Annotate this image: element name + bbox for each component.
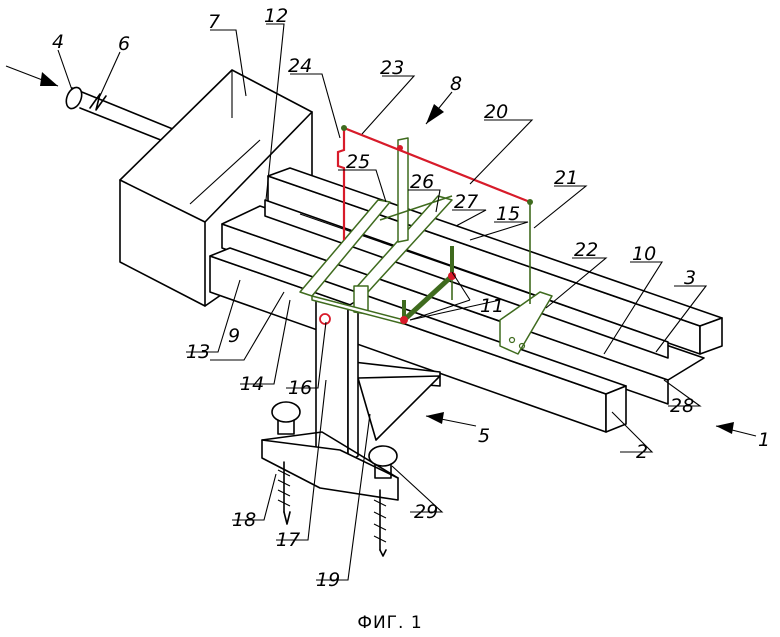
label-11: 11	[480, 295, 504, 317]
label-28: 28	[670, 395, 694, 417]
label-19: 19	[316, 569, 340, 591]
label-17: 17	[276, 529, 300, 551]
label-16: 16	[288, 377, 312, 399]
label-7: 7	[208, 11, 220, 33]
label-23: 23	[380, 57, 404, 79]
label-12: 12	[264, 5, 288, 27]
label-3: 3	[684, 267, 696, 289]
label-14: 14	[240, 373, 264, 395]
label-18: 18	[232, 509, 256, 531]
label-1: 1	[758, 429, 770, 451]
figure-caption: ФИГ. 1	[357, 613, 422, 633]
label-15: 15	[496, 203, 520, 225]
label-25: 25	[346, 151, 370, 173]
label-2: 2	[636, 441, 648, 463]
label-13: 13	[186, 341, 210, 363]
label-27: 27	[454, 191, 478, 213]
label-24: 24	[288, 55, 312, 77]
label-21: 21	[554, 167, 578, 189]
label-20: 20	[484, 101, 508, 123]
label-6: 6	[118, 33, 130, 55]
label-4: 4	[52, 31, 64, 53]
label-26: 26	[410, 171, 434, 193]
label-29: 29	[414, 501, 438, 523]
label-8: 8	[450, 73, 462, 95]
label-9: 9	[228, 325, 240, 347]
label-10: 10	[632, 243, 656, 265]
label-22: 22	[574, 239, 598, 261]
label-5: 5	[478, 425, 490, 447]
